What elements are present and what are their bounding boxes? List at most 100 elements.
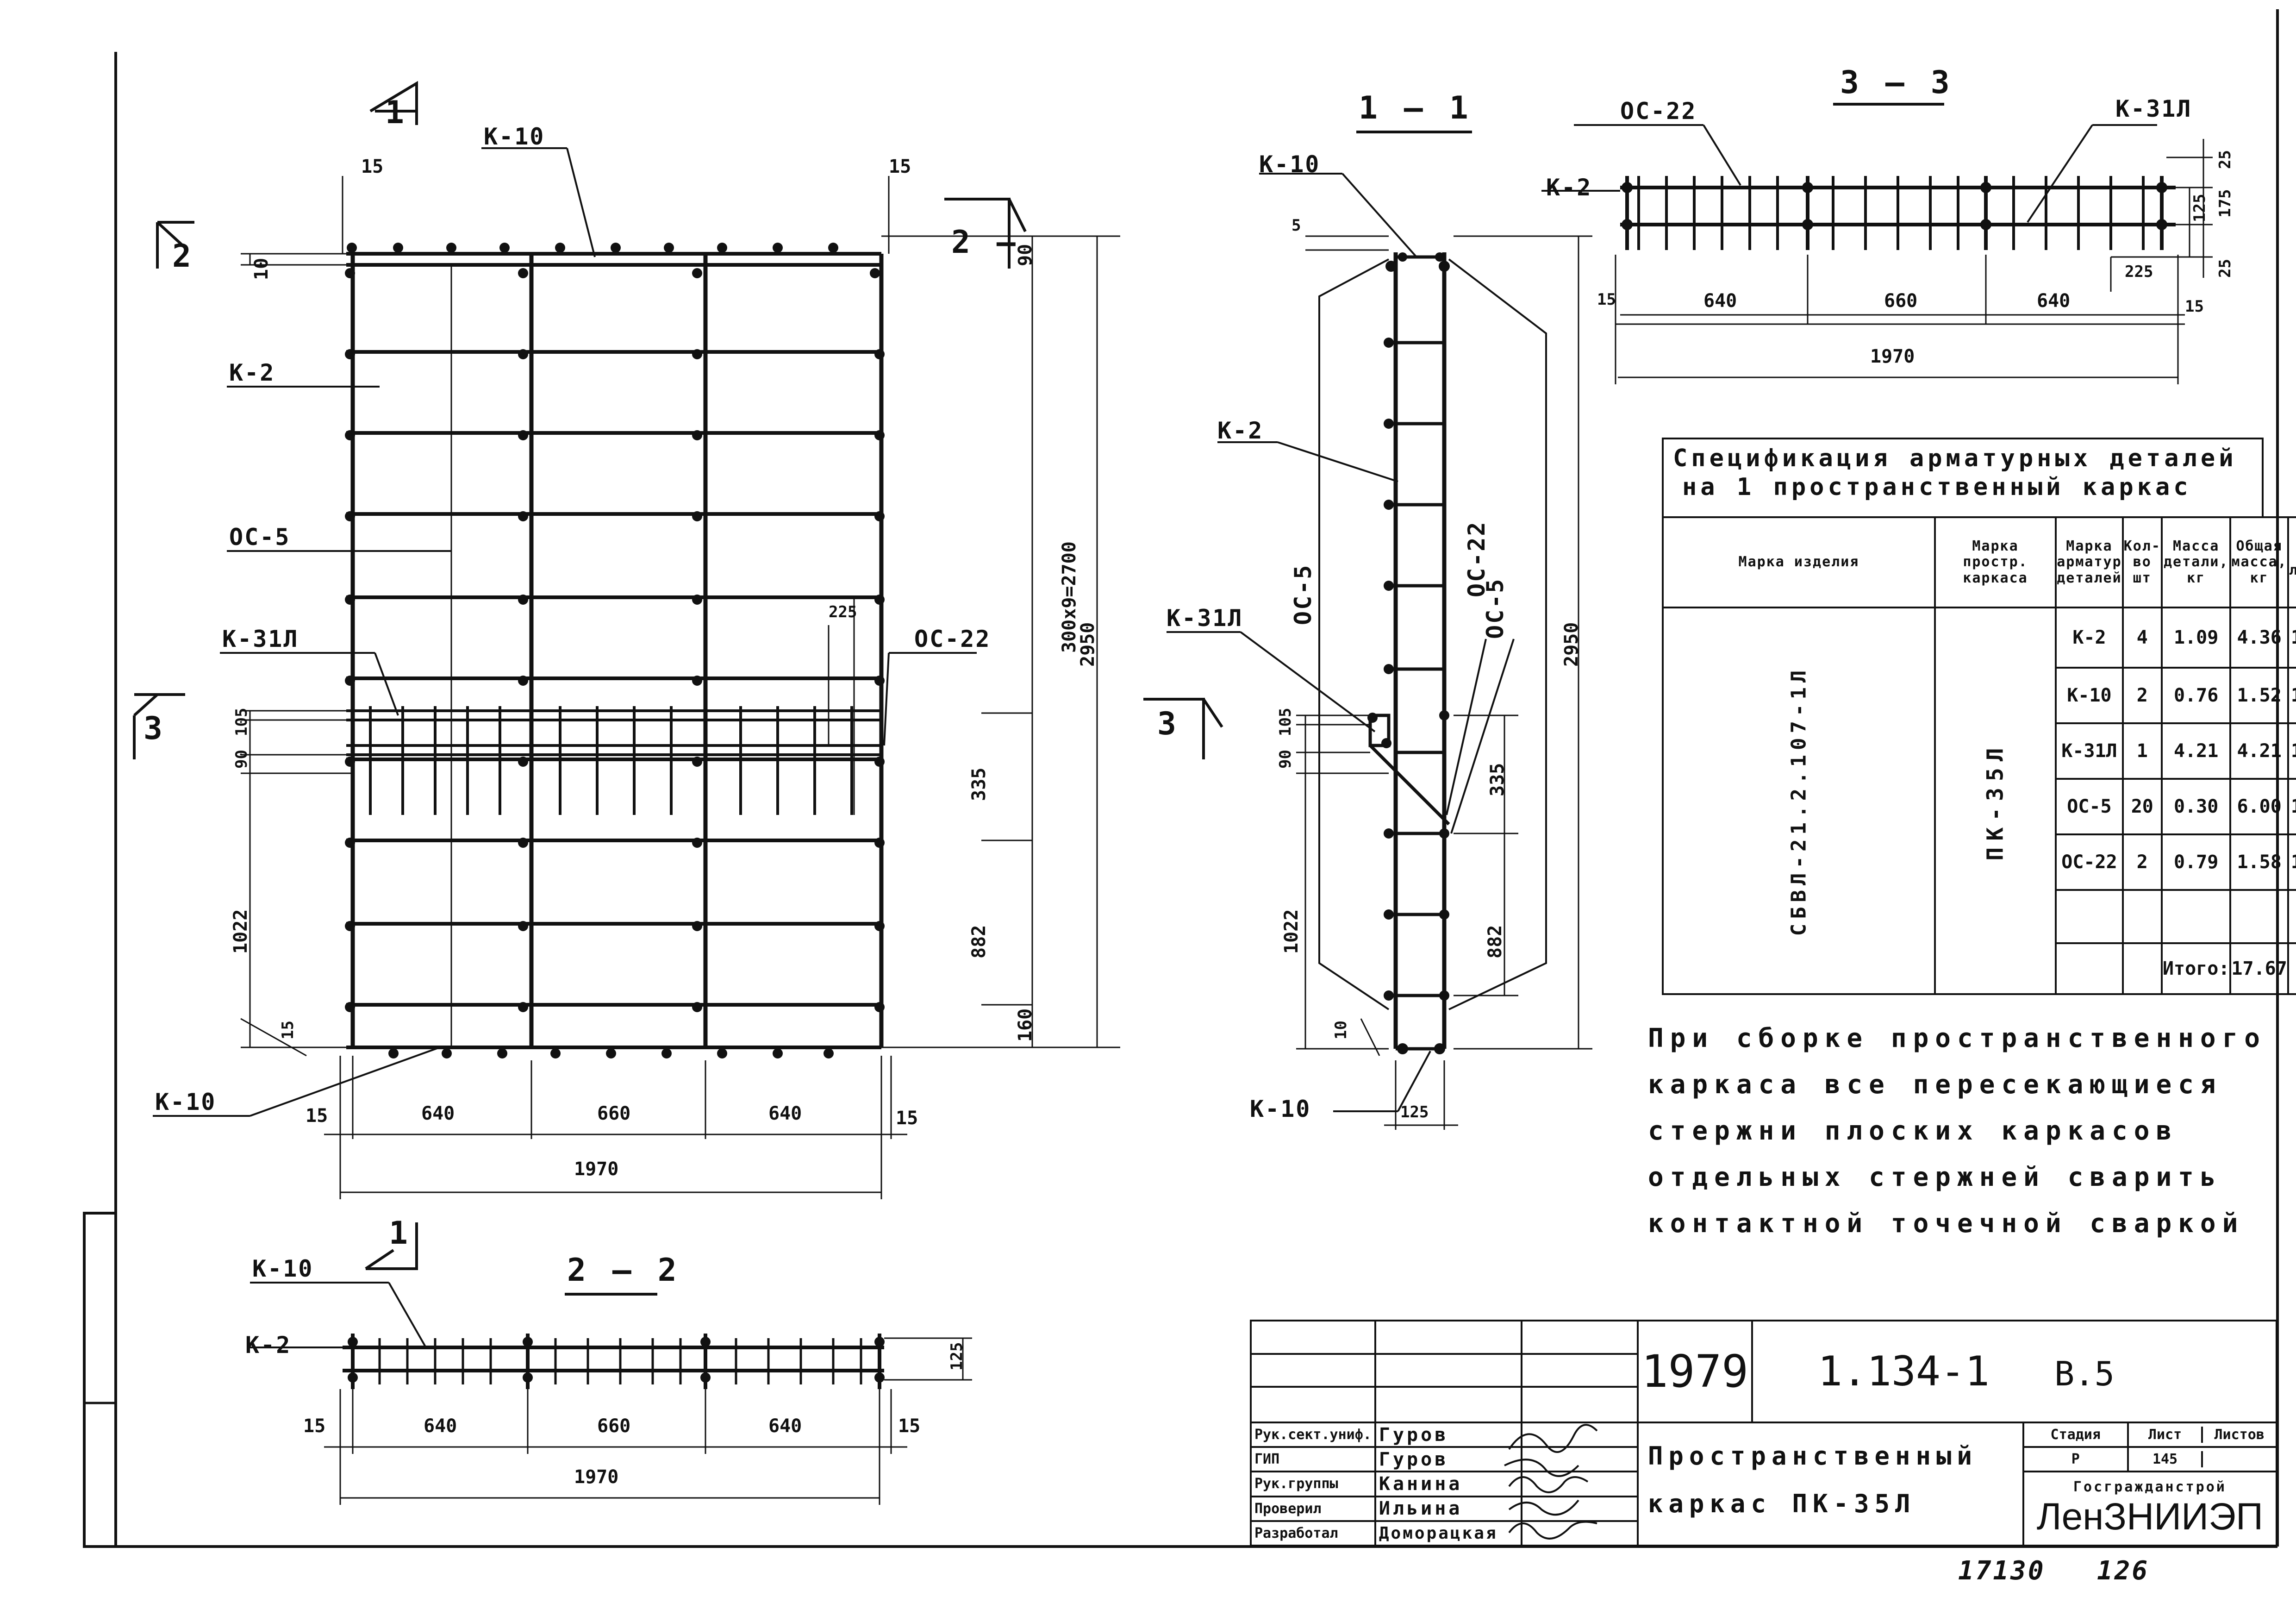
s33-dim-25b: 25 [2216,259,2234,278]
section-11-title: 1 — 1 [1359,90,1472,126]
title-block-name-line1: Пространственный [1647,1441,1978,1471]
dim-15c: 15 [279,1021,297,1040]
s11-dim-5: 5 [1292,216,1301,235]
section11-dots [1367,252,1450,1054]
staff-role: ГИП [1250,1446,1376,1473]
s22-dim-15l: 15 [303,1415,326,1437]
spec-total-value: 17.67 [2229,942,2289,995]
note-line-3: стержни плоских каркасов [1648,1116,2178,1146]
s11-dim-125: 125 [1400,1103,1429,1121]
dim-90b: 90 [232,750,251,769]
spec-row-mark: ОС-22 [2055,833,2124,891]
section-mark-2: 2 [172,238,195,275]
title-block-issue: В.5 [2054,1354,2115,1394]
section-22-title: 2 — 2 [567,1252,680,1289]
s22-dim-640a: 640 [424,1415,457,1437]
table-row: К-10 2 0.76 1.52 146 [1663,667,2296,724]
spec-row-total: 6.00 [2229,778,2289,835]
org-line2: ЛенЗНИИЭП [2036,1495,2263,1538]
footer-archive-number: 17130 [1958,1556,2046,1586]
title-block-org: Госгражданстрой ЛенЗНИИЭП [2022,1471,2278,1547]
table-row: СБВЛ-21.2.107-1Л ПК-35Л К-2 4 1.09 4.36 … [1662,607,2296,995]
section11-bars [1393,252,1447,1049]
spec-row-qty: 4 [2121,607,2163,669]
stage-value: Р [2022,1446,2129,1473]
s22-dim-15r: 15 [898,1415,921,1437]
spec-row-sheet: 149 [2287,722,2296,780]
spec-header-qty: Кол-во шт [2121,516,2163,608]
s11-dim-10: 10 [1332,1021,1350,1040]
spec-row-sheet: 153 [2287,833,2296,891]
staff-name: Доморацкая [1374,1520,1522,1547]
org-line1: Госгражданстрой [2073,1478,2227,1495]
spec-total-label: Итого: [2160,942,2232,995]
dim-bottom-640a: 640 [421,1103,455,1124]
s33-dim-660: 660 [1884,290,1918,312]
s33-dim-225: 225 [2125,263,2153,281]
note-line-5: контактной точечной сваркой [1648,1209,2245,1239]
dim-105: 105 [232,708,251,736]
s11-dim-882: 882 [1485,925,1506,958]
s11-label-k10-top: К-10 [1259,151,1321,178]
dim-225: 225 [829,603,857,621]
sheets-label: Листов [2214,1427,2265,1443]
spec-header-detail: Марка арматур деталей [2055,516,2124,608]
dim-bottom-1970: 1970 [574,1159,619,1180]
label-k31l: К-31Л [222,626,299,652]
spec-header-sheet: NN лист [2287,516,2296,608]
staff-name: Канина [1374,1471,1522,1497]
staff-role: Проверил [1250,1495,1376,1522]
s33-label-oc22: ОС-22 [1620,98,1697,125]
s33-label-k2: К-2 [1546,174,1592,201]
elevation-frame [350,254,884,1047]
label-k2: К-2 [229,359,275,386]
spec-header-product: Марка изделия [1662,516,1936,608]
section-33-title: 3 — 3 [1840,64,1953,101]
table-row: ОС-5 20 0.30 6.00 153 [1663,778,2296,835]
spec-header-total: Общая масса, кг [2229,516,2289,608]
s11-dim-2950: 2950 [1561,622,1582,667]
elevation-horizontals [346,252,881,1049]
label-oc5: ОС-5 [229,524,291,551]
s33-dim-175: 175 [2216,189,2234,218]
title-block-name-line2: каркас ПК-35Л [1647,1489,1916,1518]
label-oc22: ОС-22 [914,626,991,652]
spec-table: Марка изделия Марка простр. каркаса Марк… [1662,516,2296,995]
spec-row-mass: 0.79 [2160,833,2232,891]
spec-header-mass: Масса детали, кг [2160,516,2232,608]
s22-dim-640b: 640 [768,1415,802,1437]
spec-row-mark: К-10 [2055,667,2124,724]
table-row: К-31Л 1 4.21 4.21 149 [1663,722,2296,780]
spec-total-row: Итого: 17.67 [1663,942,2296,995]
s33-dim-1970: 1970 [1870,346,1915,367]
dim-335: 335 [968,767,990,801]
s33-dim-125: 125 [2190,194,2209,222]
spec-row-sheet: 145 [2287,607,2296,669]
section-mark-3: 3 [144,710,166,747]
s11-dim-90: 90 [1276,750,1295,769]
section-mark-1: 1 [385,94,408,131]
elevation-dots [345,243,885,1058]
dim-1022: 1022 [230,909,251,954]
spec-row-qty: 2 [2121,833,2163,891]
spec-row-qty: 2 [2121,667,2163,724]
title-block-code-text: 1.134-1 [1818,1347,1990,1396]
s33-dim-640a: 640 [1703,290,1737,312]
s22-label-k2: К-2 [245,1332,292,1359]
footer-page-number: 126 [2097,1556,2150,1586]
dim-90: 90 [1015,244,1036,266]
s22-dim-125: 125 [948,1342,966,1371]
dim-300x9: 300х9=2700 [1059,541,1080,653]
s22-dim-1970: 1970 [574,1466,619,1488]
s33-dim-25a: 25 [2216,150,2234,169]
spec-row-total: 4.36 [2229,607,2289,669]
spec-row-qty: 1 [2121,722,2163,780]
staff-role: Разработал [1250,1520,1376,1547]
s33-dim-15: 15 [1597,290,1616,309]
dim-bottom-640b: 640 [768,1103,802,1124]
dim-bottom-15l: 15 [306,1105,328,1127]
spec-row-total: 1.58 [2229,833,2289,891]
note-line-1: При сборке пространственного [1648,1023,2267,1053]
staff-name: Ильина [1374,1495,1522,1522]
